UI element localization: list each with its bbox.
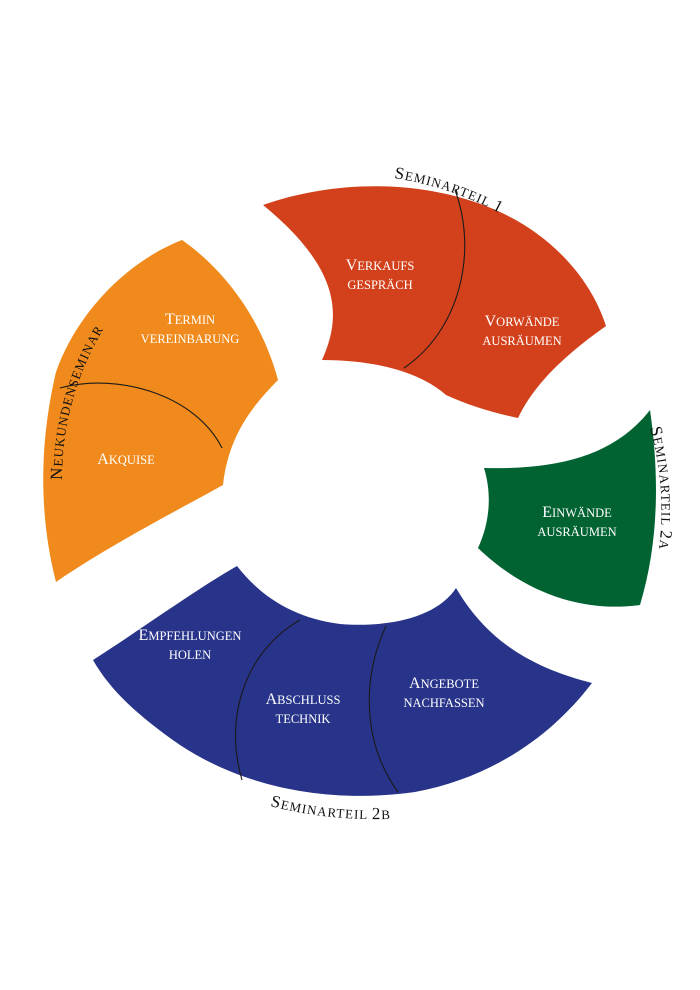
teil2a-group — [478, 410, 656, 607]
ring-label-teil2b: SEMINARTEIL 2B — [269, 791, 391, 823]
segment-teil1[interactable] — [263, 186, 606, 418]
ring-label-teil1: SEMINARTEIL 1 — [393, 163, 507, 217]
divider-termin-akquise — [59, 382, 223, 449]
ring-label-neukunden-path: NEUKUNDENSEMINAR — [47, 322, 105, 480]
label-verkaufs: VERKAUFS GESPRÄCH — [346, 257, 415, 292]
segment-label-line: TECHNIK — [276, 712, 331, 726]
ring-label-neukunden: NEUKUNDENSEMINAR — [47, 322, 106, 480]
divider-verkaufs-vorwaende — [403, 189, 466, 369]
segment-label-line: EMPFEHLUNGEN — [139, 627, 242, 644]
segment-teil2b[interactable] — [93, 566, 592, 796]
divider-empfehlungen-abschluss — [235, 619, 301, 781]
label-einwaende: EINWÄNDE AUSRÄUMEN — [537, 504, 616, 539]
label-abschluss: ABSCHLUSS TECHNIK — [266, 691, 341, 726]
label-angebote: ANGEBOTE NACHFASSEN — [403, 675, 484, 710]
label-akquise: AKQUISE — [97, 451, 155, 468]
teil1-group — [263, 186, 606, 418]
ring-label-teil1-path: SEMINARTEIL 1 — [393, 163, 506, 217]
label-vorwaende: VORWÄNDE AUSRÄUMEN — [482, 313, 561, 348]
teil2b-group — [93, 566, 592, 796]
segment-label-line: EINWÄNDE — [542, 504, 612, 521]
neukunden-group — [43, 240, 279, 582]
segment-label-line: TERMIN — [165, 311, 215, 328]
segment-label-line: HOLEN — [169, 648, 211, 662]
segment-label-line: GESPRÄCH — [347, 278, 412, 292]
segment-label-line: AKQUISE — [97, 451, 155, 468]
segment-label-line: ABSCHLUSS — [266, 691, 341, 708]
segment-neukunden[interactable] — [43, 240, 279, 582]
label-empfehlungen: EMPFEHLUNGEN HOLEN — [139, 627, 242, 662]
segment-label-line: VORWÄNDE — [485, 313, 560, 330]
segment-label-line: NACHFASSEN — [403, 696, 484, 710]
segment-label-line: AUSRÄUMEN — [537, 525, 616, 539]
segment-label-line: AUSRÄUMEN — [482, 334, 561, 348]
segment-label-line: VERKAUFS — [346, 257, 415, 274]
divider-abschluss-angebote — [368, 625, 399, 793]
ring-label-teil2b-path: SEMINARTEIL 2B — [269, 791, 390, 823]
segment-label-line: VEREINBARUNG — [141, 332, 240, 346]
segment-label-line: ANGEBOTE — [409, 675, 479, 692]
label-termin: TERMIN VEREINBARUNG — [141, 311, 240, 346]
segment-teil2a[interactable] — [478, 410, 656, 607]
